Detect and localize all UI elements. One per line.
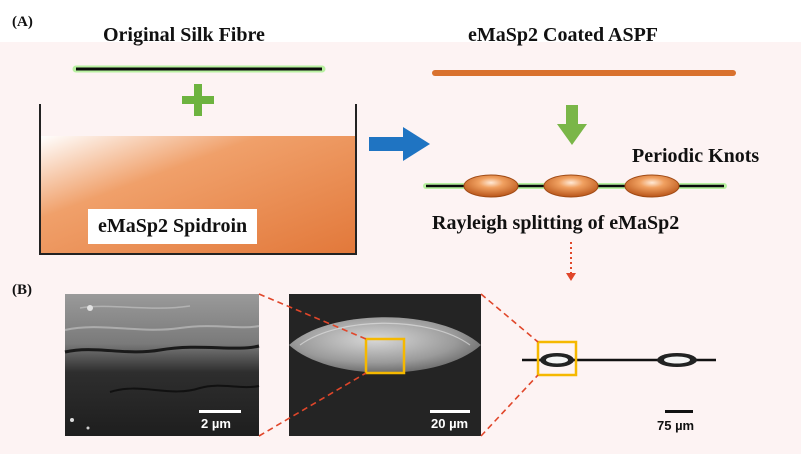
sem-image-high-mag: [64, 294, 260, 436]
knot-3: [624, 174, 680, 198]
dotted-arrow-icon: [566, 242, 576, 281]
zoom-lines: [258, 293, 539, 437]
highlight-box-3: [536, 340, 578, 377]
knot-1: [463, 174, 519, 198]
arrow-right-icon: [369, 127, 430, 161]
periodic-knots-label: Periodic Knots: [632, 145, 760, 167]
panel-b-label: (B): [12, 282, 32, 298]
scale-bar-3: [665, 410, 693, 413]
arrow-down-icon: [557, 105, 587, 145]
optical-image-fibre: [522, 340, 716, 413]
spidroin-label: eMaSp2 Spidroin: [88, 209, 258, 244]
scale-bar-1: [199, 410, 241, 413]
plus-icon: [182, 84, 214, 116]
highlight-box-2: [364, 337, 406, 375]
original-fibre-title: Original Silk Fibre: [103, 24, 265, 46]
scale-label-1: 2 µm: [201, 416, 231, 431]
scale-label-3: 75 µm: [657, 418, 695, 433]
rayleigh-splitting-label: Rayleigh splitting of eMaSp2: [432, 212, 680, 234]
scale-label-2: 20 µm: [431, 416, 469, 431]
coated-fibre-title: eMaSp2 Coated ASPF: [468, 24, 658, 46]
sem-image-knot: [289, 294, 481, 436]
panel-a-label: (A): [12, 14, 33, 30]
scale-bar-2: [430, 410, 470, 413]
knot-2: [543, 174, 599, 198]
